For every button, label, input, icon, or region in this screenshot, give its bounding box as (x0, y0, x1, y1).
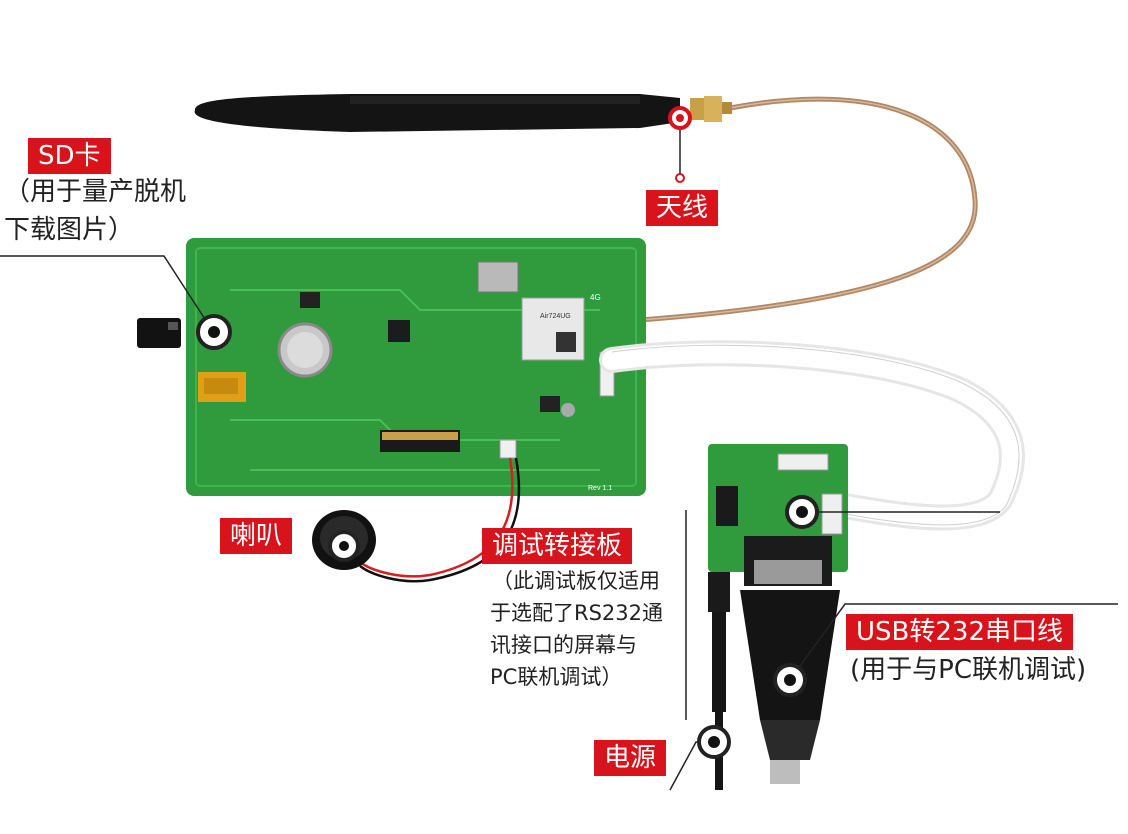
speaker-wire-black (359, 457, 521, 583)
sd-card-note-1: （用于量产脱机 (4, 177, 187, 207)
marker-debug-board (785, 495, 819, 529)
leader-lines (0, 118, 1118, 791)
speaker-wire-red (359, 457, 514, 578)
marker-usb-cable (773, 663, 807, 697)
rev-silk: Rev 1.1 (588, 485, 612, 492)
debug-board-label: 调试转接板 (482, 528, 633, 564)
power-label: 电源 (594, 740, 667, 776)
main-pcb: Air724UG 4G Rev 1.1 (186, 238, 646, 496)
marker-speaker (328, 530, 360, 562)
module-silk: Air724UG (540, 313, 571, 320)
marker-antenna (668, 106, 692, 183)
marker-sd (196, 314, 232, 350)
debug-board-note-1: （此调试板仅适用 (492, 569, 660, 593)
sd-card (137, 318, 181, 348)
usb-cable-note: (用于与PC联机调试) (850, 655, 1087, 685)
sd-card-label: SD卡 (28, 138, 111, 174)
usb-cable-label: USB转232串口线 (846, 614, 1073, 650)
speaker-label: 喇叭 (220, 518, 293, 554)
sd-card-note-2: 下载图片） (4, 215, 135, 245)
coax-cable-highlight (639, 98, 976, 321)
net-silk: 4G (590, 293, 601, 302)
antenna (194, 94, 732, 132)
debug-board-note-2: 于选配了RS232通 (490, 601, 664, 625)
debug-board-note-3: 讯接口的屏幕与 (490, 633, 637, 657)
marker-power (697, 725, 731, 759)
usb-serial-cable (740, 536, 840, 784)
power-cable (708, 572, 730, 790)
debug-board-note-4: PC联机调试） (490, 665, 623, 689)
antenna-label: 天线 (646, 190, 719, 226)
